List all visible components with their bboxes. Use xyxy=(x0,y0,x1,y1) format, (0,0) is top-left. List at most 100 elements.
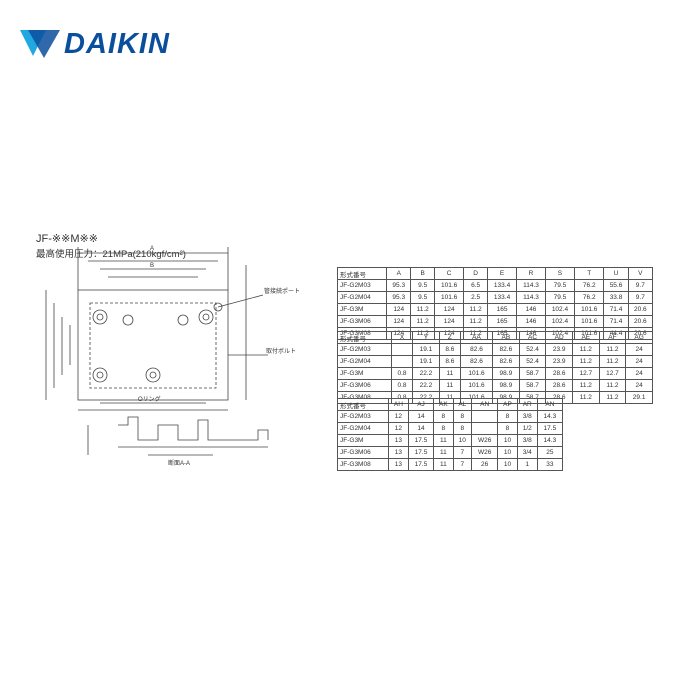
table-cell: 11 xyxy=(438,367,461,380)
table-cell: JF-G2M03 xyxy=(337,410,389,423)
daikin-logo[interactable]: DAIKIN xyxy=(20,28,170,61)
table-cell: 82.6 xyxy=(459,343,494,356)
table-cell: 11.2 xyxy=(598,343,627,356)
table-cell: 1/2 xyxy=(516,422,538,435)
table-cell: 71.4 xyxy=(603,303,629,316)
mount-hole-inner xyxy=(96,371,104,379)
table-cell: JF-G2M03 xyxy=(336,279,388,292)
table-cell: JF-G2M04 xyxy=(336,291,388,304)
table-cell: 11 xyxy=(433,446,454,459)
table-cell: 24 xyxy=(625,355,653,368)
table-cell: 9.7 xyxy=(627,279,654,292)
table-header-cell: AH xyxy=(387,398,409,411)
table-cell: 24 xyxy=(625,379,653,392)
table-cell: JF-G3M xyxy=(337,367,392,380)
table-cell: 79.5 xyxy=(544,279,576,292)
table-cell: 8.6 xyxy=(438,355,461,368)
plate-outline xyxy=(77,289,229,401)
table-cell: 101.6 xyxy=(574,315,605,328)
table-cell xyxy=(471,410,499,423)
table-header-cell: U xyxy=(603,267,629,280)
table-cell: 79.5 xyxy=(544,291,576,304)
table-cell: 22.2 xyxy=(412,379,440,392)
table-cell: 8 xyxy=(497,422,518,435)
table-cell: 101.6 xyxy=(434,279,465,292)
table-cell: 3/4 xyxy=(516,446,538,459)
leader-line xyxy=(217,294,264,308)
table-cell: 11.2 xyxy=(463,303,488,316)
table-cell: JF-G3M06 xyxy=(337,379,392,392)
table-cell: 55.6 xyxy=(603,279,629,292)
table-cell: 124 xyxy=(386,303,412,316)
table-header-cell: A xyxy=(386,267,412,280)
table-cell: 22.2 xyxy=(412,367,440,380)
table-cell: 23.9 xyxy=(545,343,573,356)
table-cell: 12 xyxy=(387,422,409,435)
table-cell: JF-G3M08 xyxy=(337,458,389,471)
table-cell: JF-G2M03 xyxy=(337,343,392,356)
table-header-cell: C xyxy=(434,267,465,280)
table-cell: JF-G3M06 xyxy=(337,446,389,459)
table-cell: 3/8 xyxy=(516,410,538,423)
dimension-drawing: A B 管接続ポート 取付ボルト Oリング 断面A-A xyxy=(45,246,300,467)
table-cell: 114.3 xyxy=(516,279,546,292)
table-header-cell: AG xyxy=(625,331,653,344)
table-cell: 8 xyxy=(452,410,473,423)
table-cell: 24 xyxy=(625,343,653,356)
table-header-cell: AE xyxy=(571,331,600,344)
table-cell: 102.4 xyxy=(544,303,576,316)
table-cell: 19.1 xyxy=(412,343,440,356)
table-cell: 6.5 xyxy=(463,279,488,292)
table-cell: 28.6 xyxy=(545,367,573,380)
table-cell: 8 xyxy=(497,410,518,423)
table-header-cell: X xyxy=(390,331,414,344)
table-cell: 8 xyxy=(452,422,473,435)
mount-callout: 取付ボルト xyxy=(266,347,296,355)
table-cell: 12 xyxy=(387,410,409,423)
table-header-cell: AB xyxy=(492,331,520,344)
table-cell: 58.7 xyxy=(518,379,547,392)
table-header-cell: Z xyxy=(438,331,461,344)
table-cell xyxy=(390,355,414,368)
table-cell: 76.2 xyxy=(574,279,605,292)
table-cell: 23.9 xyxy=(545,355,573,368)
table-cell: 82.6 xyxy=(492,343,520,356)
port-callout: 管接続ポート xyxy=(264,287,300,295)
table-header-cell: 形式番号 xyxy=(337,331,392,344)
table-header-cell: 形式番号 xyxy=(337,398,389,411)
table-cell: 25 xyxy=(536,446,564,459)
table-header-cell: B xyxy=(410,267,436,280)
table-cell: 9.5 xyxy=(410,279,436,292)
mount-hole-inner xyxy=(96,313,104,321)
model-designation: JF-※※M※※ xyxy=(36,233,98,245)
table-cell: 17.5 xyxy=(407,446,435,459)
table-cell: 7 xyxy=(452,446,473,459)
table-cell: 8.6 xyxy=(438,343,461,356)
dim-label-b: B xyxy=(150,263,154,269)
table-cell: 11.2 xyxy=(598,391,627,404)
table-cell: 11 xyxy=(433,458,454,471)
table-cell: 146 xyxy=(516,303,546,316)
section-profile xyxy=(118,416,269,441)
mount-hole xyxy=(92,367,108,383)
table-cell: 101.6 xyxy=(459,367,494,380)
table-cell: 101.6 xyxy=(574,303,605,316)
table-cell: 133.4 xyxy=(486,291,518,304)
table-cell: 76.2 xyxy=(574,291,605,304)
mount-hole xyxy=(92,309,108,325)
table-header-cell: AF xyxy=(598,331,627,344)
table-cell: JF-G3M06 xyxy=(336,315,388,328)
table-cell: 20.6 xyxy=(627,303,654,316)
mount-hole-inner xyxy=(202,313,210,321)
